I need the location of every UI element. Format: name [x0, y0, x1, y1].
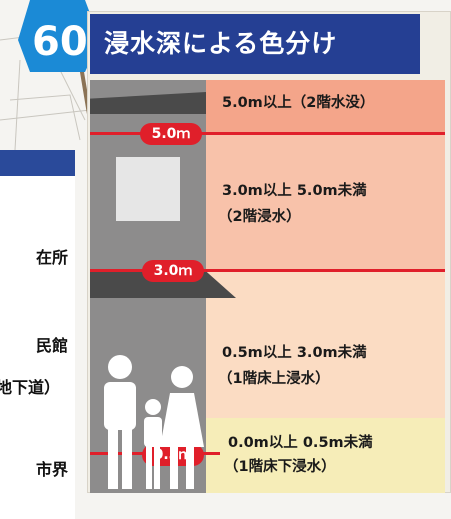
people-figures-icon: [104, 355, 204, 489]
facility-label: 市界: [36, 460, 69, 479]
band-label: 0.5m以上 3.0m未満: [222, 345, 367, 361]
depth-marker-5m: 5.0ｍ: [140, 123, 202, 145]
band-label: 5.0m以上（2階水没）: [222, 95, 375, 111]
band-label: （1階床上浸水）: [218, 371, 330, 387]
facility-list-panel: [0, 150, 75, 519]
band-3-5m: [206, 135, 445, 270]
depth-line-5m: [90, 132, 445, 135]
facility-label: 民館: [36, 336, 69, 355]
band-0-05m: [206, 418, 445, 493]
route-shield-icon: 606: [18, 0, 100, 72]
depth-marker-3m: 3.0ｍ: [142, 260, 204, 282]
band-5m: [206, 80, 445, 135]
facility-label: 地下道）: [0, 378, 61, 397]
band-05-3m: [206, 270, 445, 418]
house-window: [116, 157, 180, 221]
band-label: （1階床下浸水）: [224, 459, 336, 475]
legend-title: 浸水深による色分け: [90, 14, 420, 74]
depth-line-3m: [90, 269, 445, 272]
band-label: （2階浸水）: [218, 209, 301, 225]
band-label: 3.0m以上 5.0m未満: [222, 183, 367, 199]
facility-label: 在所: [36, 248, 69, 267]
band-label: 0.0m以上 0.5m未満: [228, 435, 373, 451]
roof-upper: [90, 92, 206, 114]
